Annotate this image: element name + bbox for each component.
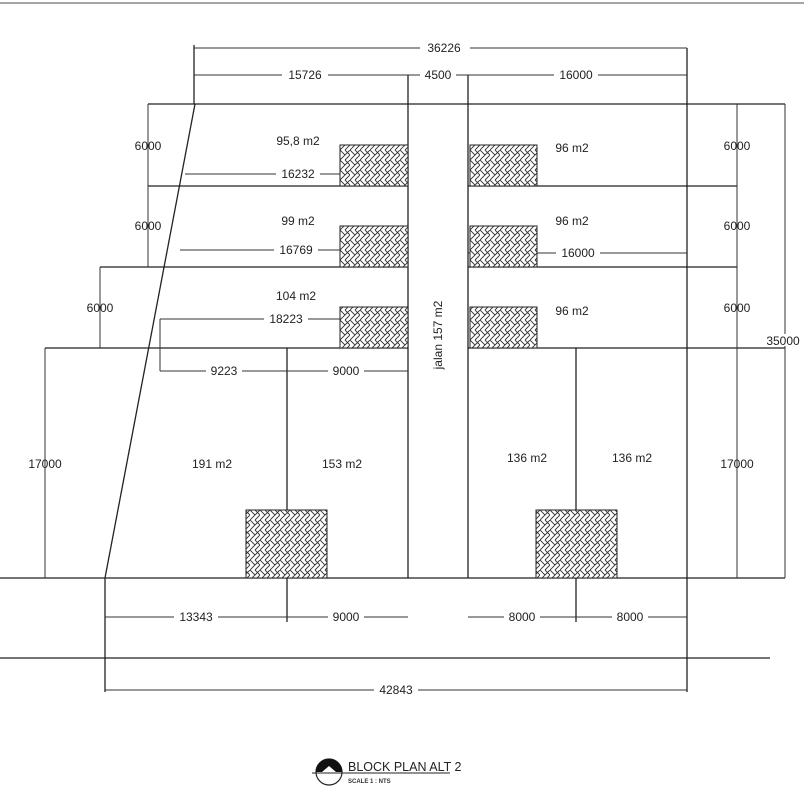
dim-right-row3: 6000 (724, 301, 751, 315)
dim-lower-left-b: 9000 (333, 364, 360, 378)
parking-hatch (469, 225, 538, 268)
dim-bottom-right-b: 8000 (617, 610, 644, 624)
dim-top-left: 15726 (288, 68, 322, 82)
parking-hatch (469, 306, 538, 349)
dim-row3-width: 18223 (269, 312, 303, 326)
dim-left-row2: 6000 (135, 219, 162, 233)
lot-area-right-3: 96 m2 (555, 304, 589, 318)
dim-overall-top: 36226 (427, 41, 461, 55)
lot-area-labels: 95,8 m2 96 m2 99 m2 96 m2 104 m2 96 m2 1… (192, 134, 652, 471)
lot-area-left-1: 95,8 m2 (276, 134, 320, 148)
lot-area-right-2: 96 m2 (555, 214, 589, 228)
dim-road-width: 4500 (425, 68, 452, 82)
dim-right-row2: 6000 (724, 219, 751, 233)
drawing-scale: SCALE 1 : NTS (348, 779, 391, 785)
parking-hatch (245, 509, 328, 579)
dimension-labels: 36226 15726 4500 16000 6000 6000 6000 17… (28, 41, 804, 697)
dim-bottom-left-b: 9000 (333, 610, 360, 624)
dim-left-lower: 17000 (28, 457, 62, 471)
dim-row2-right-width: 16000 (561, 246, 595, 260)
parking-hatch (339, 306, 409, 349)
lot-area-left-3: 104 m2 (276, 289, 316, 303)
lot-area-left-2: 99 m2 (281, 214, 315, 228)
drawing-title: BLOCK PLAN ALT 2 (348, 760, 462, 774)
lot-area-lower-left-a: 191 m2 (192, 457, 232, 471)
section-marker-icon (312, 758, 450, 786)
dim-bottom-left-a: 13343 (179, 610, 213, 624)
dim-left-row1: 6000 (135, 139, 162, 153)
dim-top-right: 16000 (559, 68, 593, 82)
dim-row1-width: 16232 (281, 167, 315, 181)
parking-hatch (339, 144, 409, 187)
dim-right-lower: 17000 (720, 457, 754, 471)
parking-hatch (469, 144, 538, 187)
dim-row2-width: 16769 (279, 243, 313, 257)
title-block: BLOCK PLAN ALT 2 SCALE 1 : NTS (312, 758, 462, 786)
parking-hatches (245, 144, 618, 579)
lot-area-lower-right-b: 136 m2 (612, 451, 652, 465)
dim-lower-left-a: 9223 (211, 364, 238, 378)
dim-overall-height: 35000 (766, 334, 800, 348)
dim-overall-bottom: 42843 (379, 683, 413, 697)
lot-area-lower-right-a: 136 m2 (507, 451, 547, 465)
lot-area-lower-left-b: 153 m2 (322, 457, 362, 471)
parking-hatch (535, 509, 618, 579)
dim-left-row3: 6000 (87, 301, 114, 315)
dim-bottom-right-a: 8000 (509, 610, 536, 624)
lot-area-right-1: 96 m2 (555, 141, 589, 155)
parking-hatch (339, 225, 409, 268)
dim-right-row1: 6000 (724, 139, 751, 153)
road-area-label: jalan 157 m2 (431, 300, 445, 370)
site-outline (0, 45, 785, 692)
